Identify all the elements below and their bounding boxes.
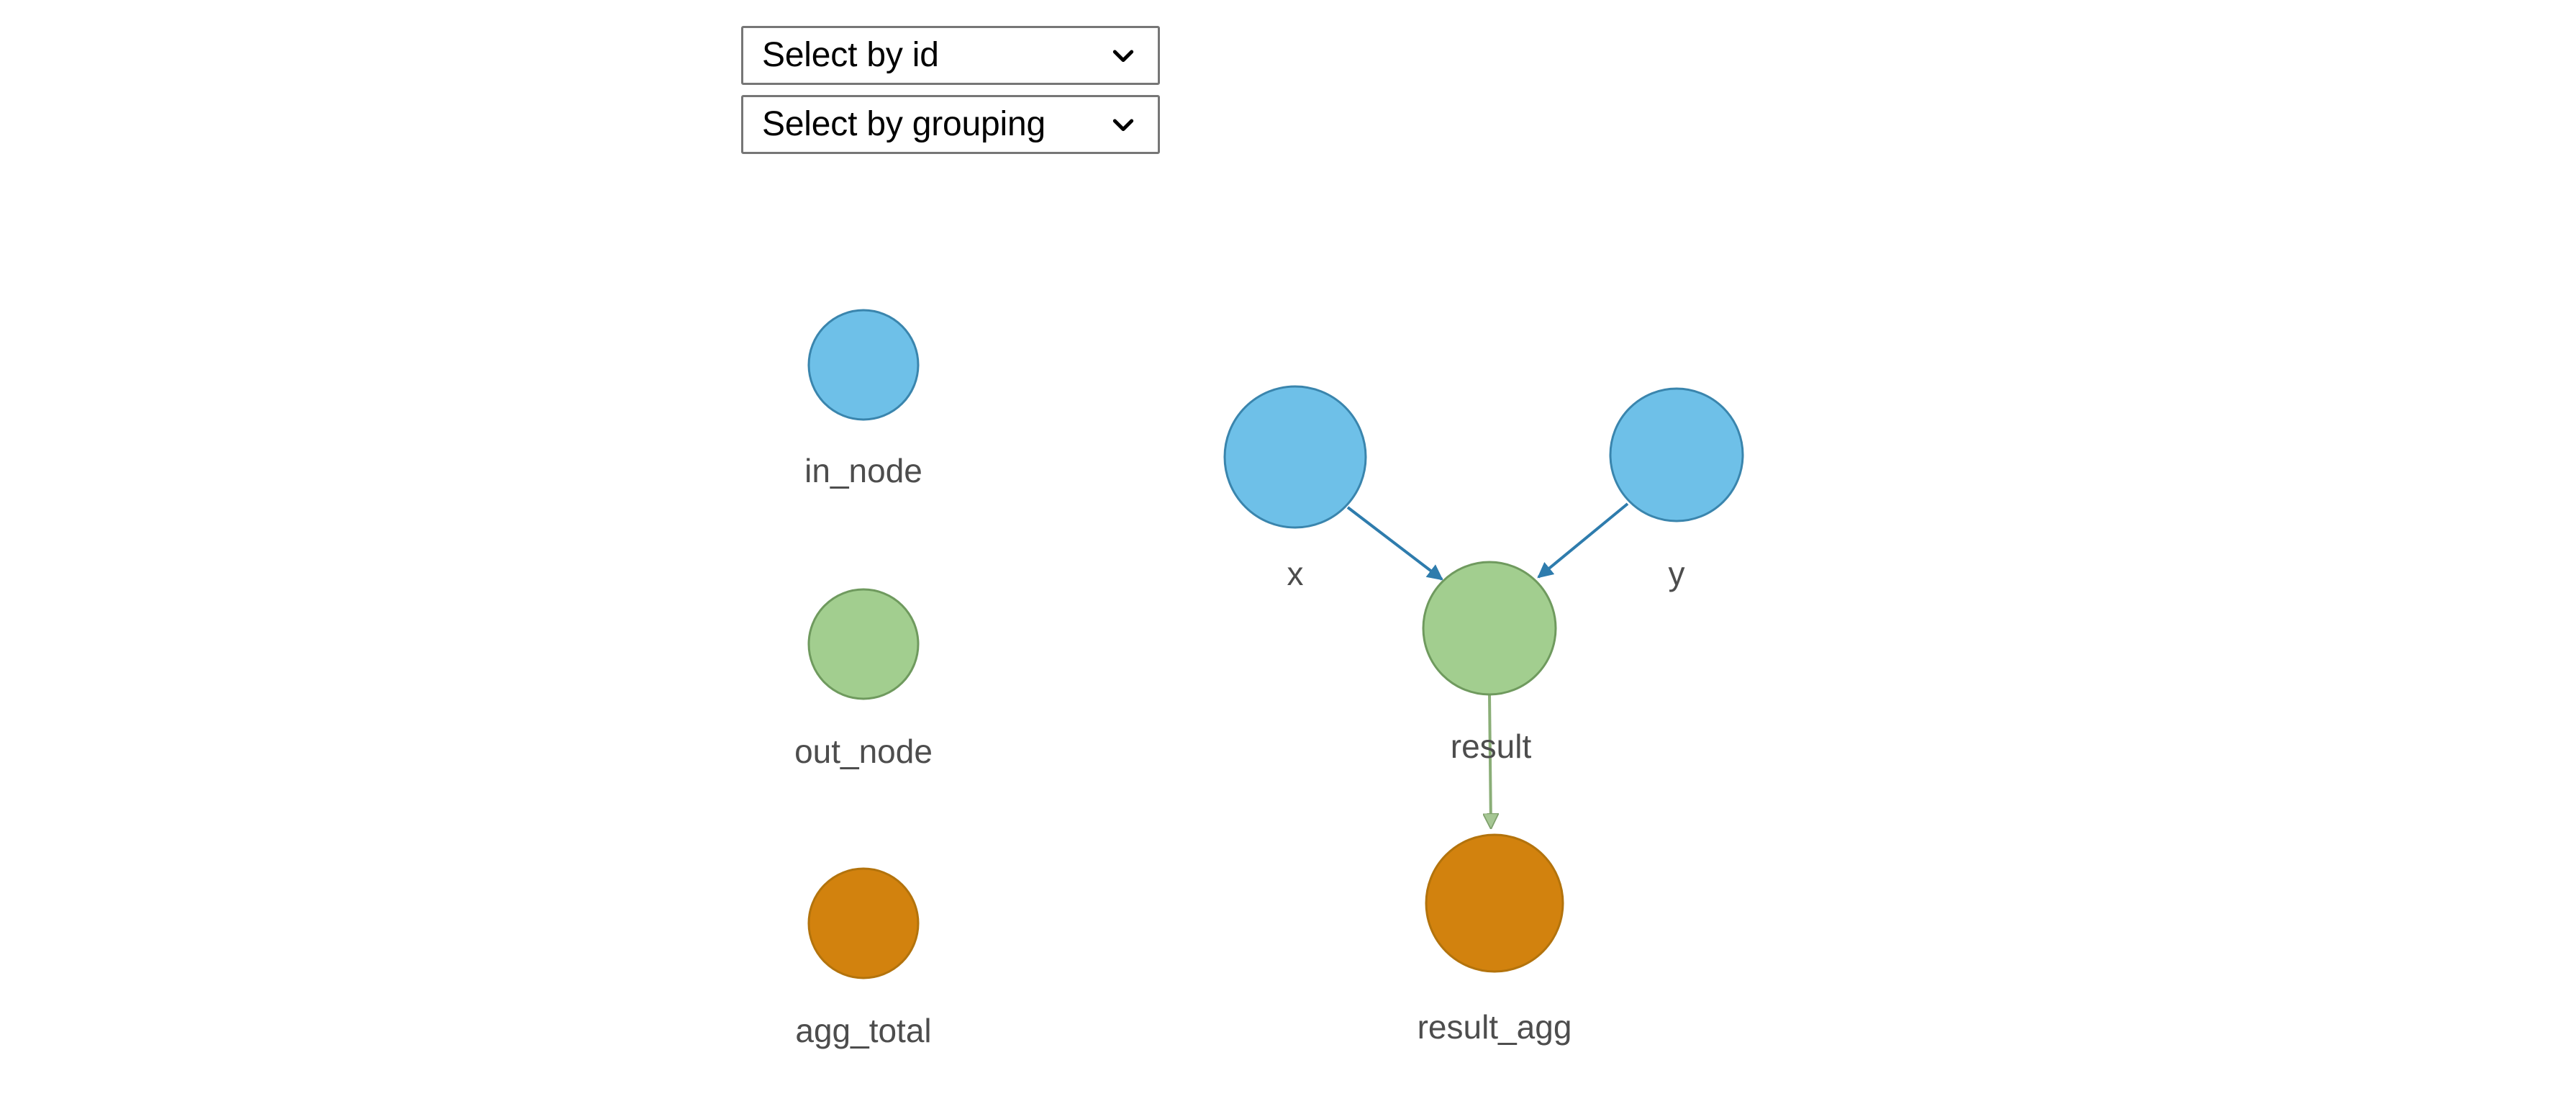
graph-node-label-x: x [1287, 555, 1304, 592]
chevron-down-icon[interactable] [1109, 41, 1138, 70]
edge-y-to-result [1537, 502, 1629, 579]
graph-node-result [1422, 561, 1557, 696]
select-by-id-dropdown[interactable]: Select by id [741, 26, 1160, 85]
legend-swatch-in-node [807, 309, 920, 421]
graph-node-label-result-agg: result_agg [1417, 1008, 1572, 1046]
graph-node-y [1609, 387, 1744, 522]
graph-node-label-y: y [1668, 555, 1685, 592]
legend-label-agg-total: agg_total [795, 1012, 932, 1049]
legend-label-out-node: out_node [794, 733, 933, 770]
chevron-down-icon[interactable] [1109, 110, 1138, 139]
select-by-id-label: Select by id [762, 36, 939, 74]
select-by-grouping-dropdown[interactable]: Select by grouping [741, 95, 1160, 154]
graph-node-result-agg [1425, 833, 1564, 973]
select-by-grouping-label: Select by grouping [762, 105, 1046, 143]
legend-label-in-node: in_node [804, 452, 922, 489]
legend-swatch-out-node [807, 588, 920, 700]
filter-controls: Select by id Select by grouping [741, 26, 1160, 154]
graph-node-x [1223, 385, 1367, 529]
legend-swatch-agg-total [807, 867, 920, 979]
edge-label-result: result [1450, 728, 1532, 765]
edge-x-to-result [1346, 506, 1443, 581]
